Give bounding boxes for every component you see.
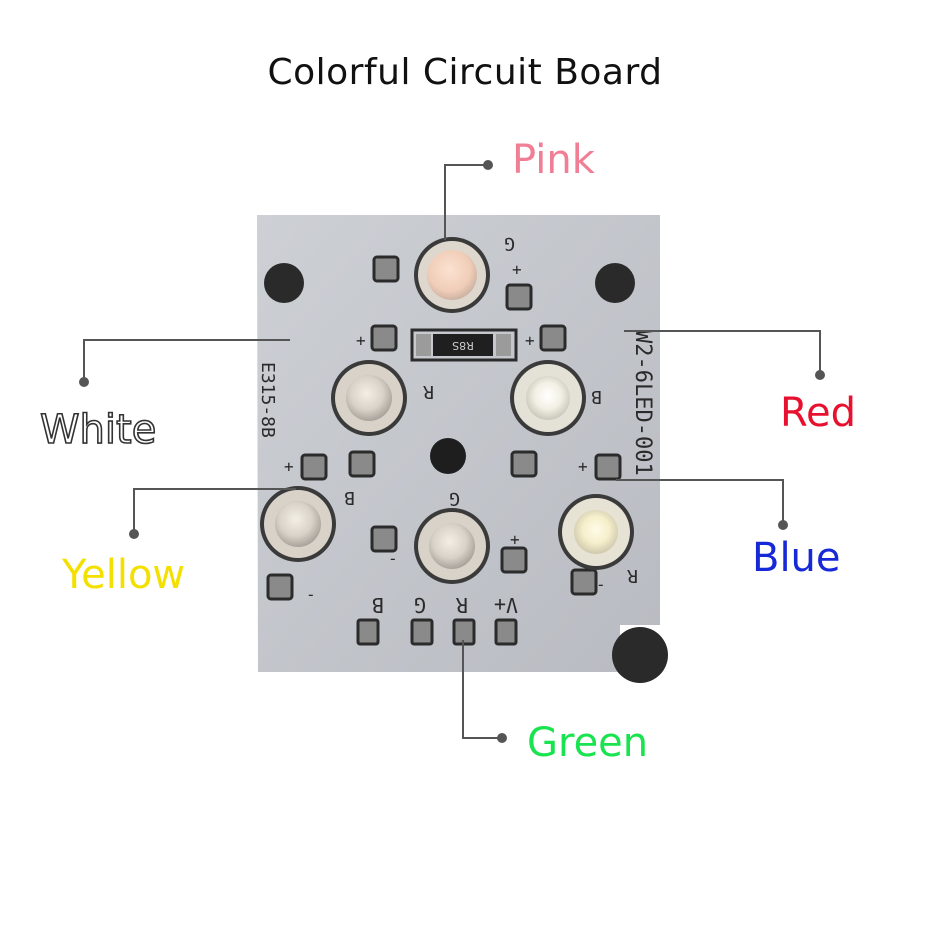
mounting-hole: [264, 263, 304, 303]
callout-pink: Pink: [512, 137, 595, 183]
pin-label-vplus: V+: [494, 593, 518, 617]
leader-lines: [83, 164, 821, 739]
mounting-hole: [430, 438, 466, 474]
model-marking: W2-6LED-001: [630, 330, 655, 476]
pin-label-b: B: [372, 593, 384, 617]
mounting-hole: [595, 263, 635, 303]
callout-white: White: [39, 407, 157, 453]
page-title: Colorful Circuit Board: [267, 52, 663, 93]
plus-marking: +: [284, 457, 294, 476]
batch-marking: E315-8B: [257, 362, 278, 438]
leader-green: [462, 640, 502, 739]
led-letter: B: [591, 386, 602, 407]
callout-green: Green: [527, 720, 649, 766]
led-letter: G: [449, 488, 460, 509]
led-pink: [414, 237, 490, 313]
leader-red: [624, 330, 821, 375]
led-letter: B: [344, 487, 355, 508]
minus-marking: -: [596, 575, 606, 594]
leader-yellow: [133, 488, 296, 534]
led-letter: R: [423, 381, 434, 402]
leader-pink: [444, 164, 488, 240]
pin-label-g: G: [414, 593, 426, 617]
plus-marking: +: [356, 331, 366, 350]
led-yellow: [260, 486, 336, 562]
led-letter: G: [504, 233, 515, 254]
plus-marking: +: [510, 530, 520, 549]
pin-label-r: R: [455, 593, 468, 617]
led-green: [414, 508, 490, 584]
led-white: [331, 360, 407, 436]
solder-pads: [266, 255, 622, 646]
led-letter: R: [627, 565, 638, 586]
callout-red: Red: [780, 390, 856, 436]
silkscreen: W2-6LED-001 E315-8B B G R V+ G R B B G R…: [257, 233, 655, 617]
plus-marking: +: [512, 260, 522, 279]
callout-yellow: Yellow: [62, 552, 186, 598]
leader-white: [83, 339, 290, 382]
minus-marking: -: [388, 549, 398, 568]
leader-blue: [616, 479, 784, 525]
led-blue: [558, 494, 634, 570]
resistor: R8S: [410, 328, 518, 362]
plus-marking: +: [578, 457, 588, 476]
leader-dots: [79, 160, 825, 743]
led-red: [510, 360, 586, 436]
callout-blue: Blue: [752, 535, 841, 581]
plus-marking: +: [525, 331, 535, 350]
mounting-hole: [612, 627, 668, 683]
resistor-code: R8S: [452, 339, 474, 352]
minus-marking: -: [306, 585, 316, 604]
